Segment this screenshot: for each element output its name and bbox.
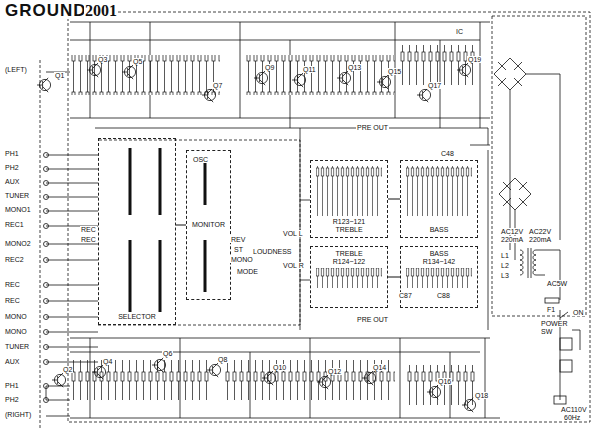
callout-label: (RIGHT): [4, 411, 32, 418]
callout-label: MODE: [236, 268, 259, 275]
wire-connector: [388, 277, 400, 278]
callout-label: PH2: [4, 396, 20, 403]
box-label: SELECTOR: [117, 313, 157, 321]
transistor-label: Q6: [162, 350, 173, 357]
transistor-label: Q9: [264, 64, 275, 71]
callout-label: (LEFT): [4, 66, 28, 73]
callout-label: MONO1: [4, 206, 32, 213]
callout-label: IC: [455, 28, 464, 35]
wire-connector: [176, 225, 186, 226]
callout-label: C87: [398, 292, 413, 299]
callout-label: VOL R: [282, 262, 305, 269]
callout-label: POWER: [540, 320, 568, 327]
transistor-label: Q7: [212, 82, 223, 89]
box-label: R123~121: [332, 218, 367, 226]
box-label: BASS: [429, 250, 450, 258]
transistor-label: Q13: [347, 64, 362, 71]
transistor-label: Q2: [62, 366, 73, 373]
callout-label: PH2: [4, 164, 20, 171]
callout-label: PRE OUT: [356, 124, 389, 131]
model-number: 2001: [84, 3, 118, 19]
callout-label: REV: [230, 236, 246, 243]
transistor-label: Q15: [387, 68, 402, 75]
box-label: R124~122: [332, 258, 367, 266]
transistor-label: Q17: [427, 82, 442, 89]
callout-label: PH1: [4, 382, 20, 389]
switch-box: TREBLER124~122: [310, 246, 388, 308]
callout-label: MONO: [4, 313, 28, 320]
box-label: TREBLE: [334, 226, 363, 234]
callout-label: AC12V: [500, 228, 524, 235]
transistor-label: Q11: [302, 66, 317, 73]
callout-label: REC: [80, 236, 97, 243]
callout-label: MONO2: [4, 240, 32, 247]
callout-label: L3: [500, 272, 510, 279]
box-label: BASS: [429, 226, 450, 234]
callout-label: ST: [233, 246, 244, 253]
callout-label: ON: [572, 309, 585, 316]
transistor-label: Q8: [217, 356, 228, 363]
transistor-label: Q19: [467, 56, 482, 63]
title: GROUND: [5, 2, 87, 19]
switch-box: BASS: [400, 160, 478, 238]
callout-label: L1: [500, 252, 510, 259]
transistor-label: Q4: [102, 358, 113, 365]
callout-label: REC: [4, 281, 21, 288]
callout-label: REC: [4, 297, 21, 304]
transistor-label: Q5: [132, 58, 143, 65]
switch-box: R123~121TREBLE: [310, 160, 388, 238]
callout-label: L2: [500, 262, 510, 269]
callout-label: VOL L: [282, 230, 304, 237]
callout-label: 220mA: [500, 236, 524, 243]
transistor-label: Q16: [437, 378, 452, 385]
switch-box: MONITOR: [186, 150, 231, 300]
callout-label: OSC: [192, 156, 209, 163]
switch-box: SELECTOR: [98, 138, 176, 325]
transistor-label: Q1: [54, 72, 65, 79]
callout-label: REC2: [4, 256, 25, 263]
transistor-label: Q10: [272, 364, 287, 371]
callout-label: C48: [440, 150, 455, 157]
callout-label: SW: [540, 328, 553, 335]
callout-label: TUNER: [4, 343, 30, 350]
callout-label: TUNER: [4, 192, 30, 199]
wire-connector: [388, 199, 400, 200]
box-label: MONITOR: [191, 221, 226, 229]
box-label: R134~142: [422, 258, 457, 266]
callout-label: F1: [546, 306, 556, 313]
transistor-label: Q18: [474, 392, 489, 399]
callout-label: AUX: [4, 358, 20, 365]
callout-label: REC: [80, 226, 97, 233]
callout-label: REC1: [4, 221, 25, 228]
transistor-label: Q3: [97, 56, 108, 63]
transistor-label: Q14: [372, 364, 387, 371]
callout-label: AC22V: [528, 228, 552, 235]
callout-label: 220mA: [528, 236, 552, 243]
callout-label: PRE OUT: [356, 316, 389, 323]
callout-label: AC110V: [560, 406, 588, 413]
callout-label: AC5W: [546, 280, 568, 287]
callout-label: MONO: [4, 328, 28, 335]
callout-label: MONO: [230, 256, 254, 263]
box-label: TREBLE: [334, 250, 363, 258]
transistor-label: Q12: [327, 368, 342, 375]
callout-label: AUX: [4, 178, 20, 185]
callout-label: PH1: [4, 150, 20, 157]
callout-label: C88: [436, 292, 451, 299]
callout-label: 60Hz: [563, 414, 581, 421]
callout-label: LOUDNESS: [252, 248, 293, 255]
